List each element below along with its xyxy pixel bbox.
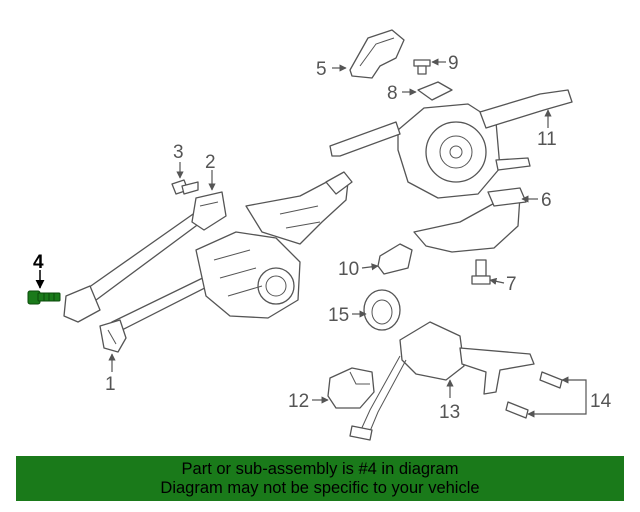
part-13-bracket-harness[interactable] [349, 321, 535, 441]
callout-3: 3 [173, 142, 184, 163]
part-8-clip[interactable] [417, 81, 453, 101]
part-6-lower-shroud[interactable] [413, 187, 527, 253]
part-10-bracket[interactable] [377, 243, 413, 275]
callout-13: 13 [439, 402, 460, 423]
info-banner: Part or sub-assembly is #4 in diagram Di… [16, 456, 624, 501]
callout-11: 11 [537, 129, 557, 150]
callout-15: 15 [328, 305, 349, 326]
part-3-bolt[interactable] [171, 179, 199, 195]
part-11-combination-switch[interactable] [329, 89, 573, 199]
part-2-intermediate-shaft-upper[interactable] [63, 191, 227, 323]
steering-column-assembly[interactable] [195, 171, 353, 319]
part-5-upper-shroud[interactable] [349, 29, 405, 79]
banner-line-2: Diagram may not be specific to your vehi… [160, 478, 480, 497]
callout-12: 12 [288, 391, 309, 412]
parts-diagram: 1 2 3 4 5 6 7 8 9 10 11 12 13 14 15 [27, 29, 612, 441]
part-4-bolt-highlighted[interactable] [27, 290, 61, 305]
part-14-bolts[interactable] [505, 371, 563, 419]
callout-4: 4 [33, 252, 44, 273]
callout-leaders [35, 58, 587, 418]
callout-9: 9 [448, 53, 459, 74]
callout-14: 14 [590, 391, 612, 412]
banner-line-1: Part or sub-assembly is #4 in diagram [181, 459, 459, 478]
callout-6: 6 [541, 190, 552, 211]
part-15-ring[interactable] [363, 289, 401, 331]
callout-8: 8 [387, 83, 398, 104]
callout-7: 7 [506, 274, 517, 295]
part-7-screw[interactable] [471, 259, 491, 285]
part-9-screw[interactable] [413, 59, 431, 75]
callout-2: 2 [205, 152, 216, 173]
callout-10: 10 [338, 259, 359, 280]
callout-1: 1 [105, 374, 116, 395]
part-12-bracket[interactable] [327, 367, 375, 409]
callout-5: 5 [316, 59, 327, 80]
